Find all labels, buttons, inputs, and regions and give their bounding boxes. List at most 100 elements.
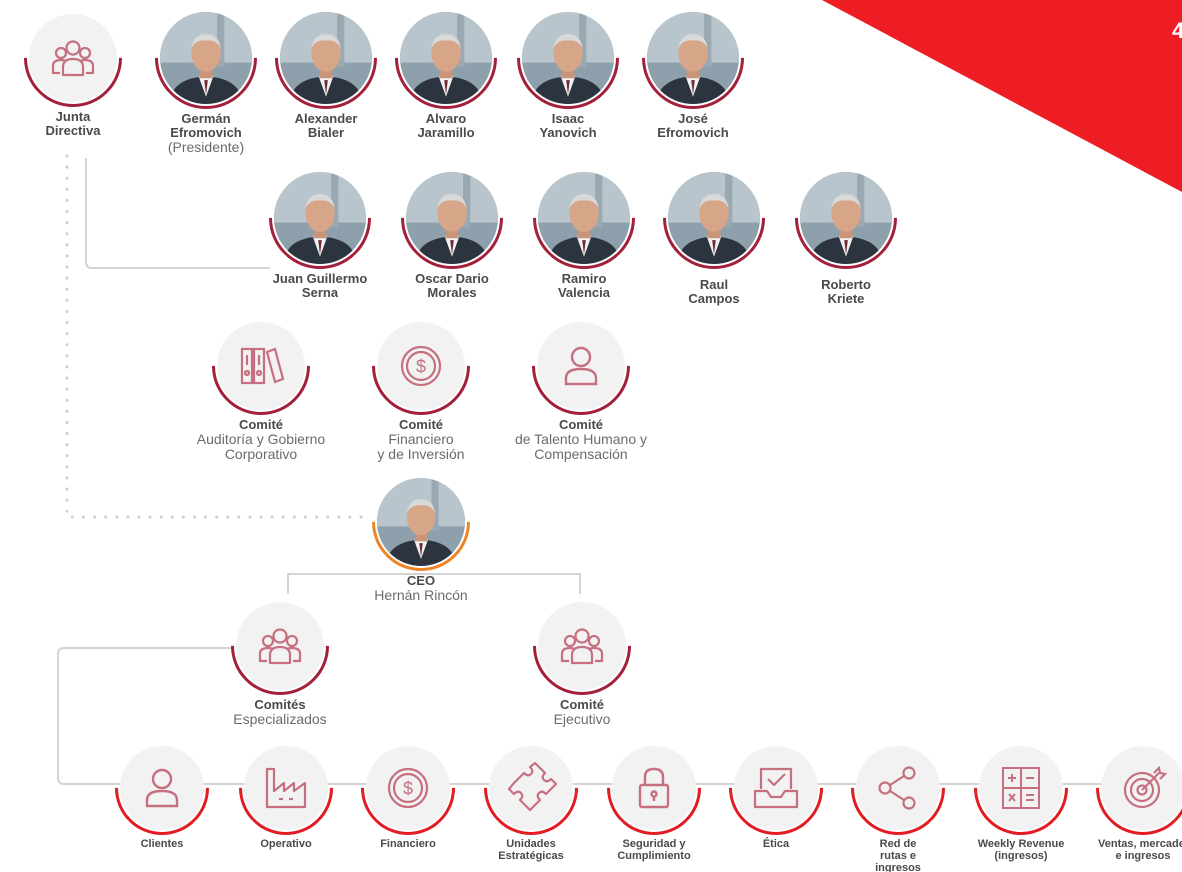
member-alvaro-jaramillo: Alvaro Jaramillo: [361, 12, 531, 140]
portrait-icon: [406, 172, 498, 264]
committee-disc: [612, 746, 696, 830]
committee-talento-humano: Comité de Talento Humano y Compensación: [496, 322, 666, 462]
member-name-line2: Serna: [301, 285, 339, 300]
member-role: (Presidente): [167, 139, 245, 155]
committee-disc: [120, 746, 204, 830]
comite-ejecutivo: Comité Ejecutivo: [497, 602, 667, 727]
committee-line2: e ingresos: [1115, 850, 1171, 862]
committee-line1: Unidades: [506, 838, 556, 850]
member-photo: [647, 12, 739, 104]
member-name-line1: Alvaro: [425, 111, 467, 126]
member-photo: [668, 172, 760, 264]
member-photo: [406, 172, 498, 264]
committee-weekly-revenue: Weekly Revenue (ingresos): [936, 746, 1106, 862]
committee-name: Comité: [238, 417, 284, 432]
member-name-line2: Valencia: [557, 285, 611, 300]
committee-disc: [734, 746, 818, 830]
committee-clientes: Clientes: [77, 746, 247, 850]
member-alexander-bialer: Alexander Bialer: [241, 12, 411, 140]
group-name: Comité: [559, 697, 605, 712]
group-icon: [253, 619, 307, 673]
committee-disc: [244, 746, 328, 830]
committee-desc-line1: de Talento Humano y: [514, 431, 648, 447]
portrait-icon: [800, 172, 892, 264]
dollar-coin-icon: [394, 339, 448, 393]
committee-line2: Estratégicas: [498, 850, 564, 862]
member-name-line1: Raul: [699, 277, 729, 292]
committee-unidades: Unidades Estratégicas: [446, 746, 616, 862]
committee-disc: [217, 322, 305, 410]
person-icon: [554, 339, 608, 393]
comites-especializados: Comités Especializados: [195, 602, 365, 727]
inbox-check-icon: [749, 761, 803, 815]
committee-auditoria: Comité Auditoría y Gobierno Corporativo: [176, 322, 346, 462]
committee-name: Comité: [398, 417, 444, 432]
committee-desc-line1: Financiero: [388, 431, 454, 447]
committee-etica: Ética: [691, 746, 861, 850]
member-name-line2: Efromovich: [170, 125, 242, 140]
puzzle-icon: [504, 761, 558, 815]
board-node: Junta Directiva: [0, 14, 158, 138]
portrait-icon: [538, 172, 630, 264]
group-desc: Ejecutivo: [553, 711, 611, 727]
portrait-icon: [274, 172, 366, 264]
member-name-line1: Ramiro: [561, 271, 607, 286]
committee-desc-line2: y de Inversión: [377, 446, 465, 462]
committee-line3: ingresos: [875, 862, 921, 872]
member-name-line1: Germán: [181, 111, 231, 126]
portrait-icon: [400, 12, 492, 104]
padlock-icon: [627, 761, 681, 815]
committee-line1: Operativo: [260, 838, 312, 850]
committee-line1: Ventas, mercadeo: [1098, 838, 1182, 850]
member-name-line2: Yanovich: [539, 125, 597, 140]
committee-disc: [489, 746, 573, 830]
portrait-icon: [668, 172, 760, 264]
committee-line1: Clientes: [140, 838, 184, 850]
member-name-line2: Bialer: [307, 125, 345, 140]
ceo-photo: [377, 478, 465, 566]
group-icon: [46, 31, 100, 85]
committee-seguridad: Seguridad y Cumplimiento: [569, 746, 739, 862]
member-name-line2: Jaramillo: [417, 125, 475, 140]
member-name-line1: Isaac: [551, 111, 585, 126]
committee-disc: [856, 746, 940, 830]
committee-name: Comité: [558, 417, 604, 432]
member-german-efromovich: Germán Efromovich (Presidente): [121, 12, 291, 155]
group-disc: [538, 602, 626, 690]
member-name-line2: Kriete: [827, 291, 865, 306]
group-icon: [555, 619, 609, 673]
dollar-coin-icon: [381, 761, 435, 815]
member-juan-guillermo-serna: Juan Guillermo Serna: [235, 172, 405, 300]
ceo-name: Hernán Rincón: [374, 587, 468, 603]
committee-line1: Ética: [762, 838, 790, 850]
committee-financiero: Comité Financiero y de Inversión: [336, 322, 506, 462]
committee-disc: [979, 746, 1063, 830]
committee-desc-line2: Corporativo: [224, 446, 298, 462]
portrait-icon: [647, 12, 739, 104]
member-name-line2: Campos: [688, 291, 740, 306]
committee-disc: [537, 322, 625, 410]
ceo-node: CEO Hernán Rincón: [336, 478, 506, 603]
portrait-icon: [522, 12, 614, 104]
committee-desc-line2: Compensación: [534, 446, 628, 462]
person-icon: [135, 761, 189, 815]
member-photo: [522, 12, 614, 104]
target-icon: [1116, 761, 1170, 815]
committee-financiero-esp: Financiero: [323, 746, 493, 850]
group-disc: [236, 602, 324, 690]
board-title-line1: Junta: [55, 109, 91, 124]
committee-ventas: Ventas, mercadeo e ingresos: [1098, 746, 1182, 862]
committee-line1: Seguridad y: [622, 838, 686, 850]
member-ramiro-valencia: Ramiro Valencia: [499, 172, 669, 300]
committee-operativo: Operativo: [201, 746, 371, 850]
member-photo: [538, 172, 630, 264]
committee-line2: Cumplimiento: [617, 850, 691, 862]
member-name-line2: Efromovich: [657, 125, 729, 140]
member-roberto-kriete: Roberto Kriete: [761, 172, 931, 306]
member-photo: [400, 12, 492, 104]
member-photo: [800, 172, 892, 264]
committee-disc: [366, 746, 450, 830]
member-photo: [274, 172, 366, 264]
member-photo: [160, 12, 252, 104]
member-name-line1: Juan Guillermo: [272, 271, 368, 286]
